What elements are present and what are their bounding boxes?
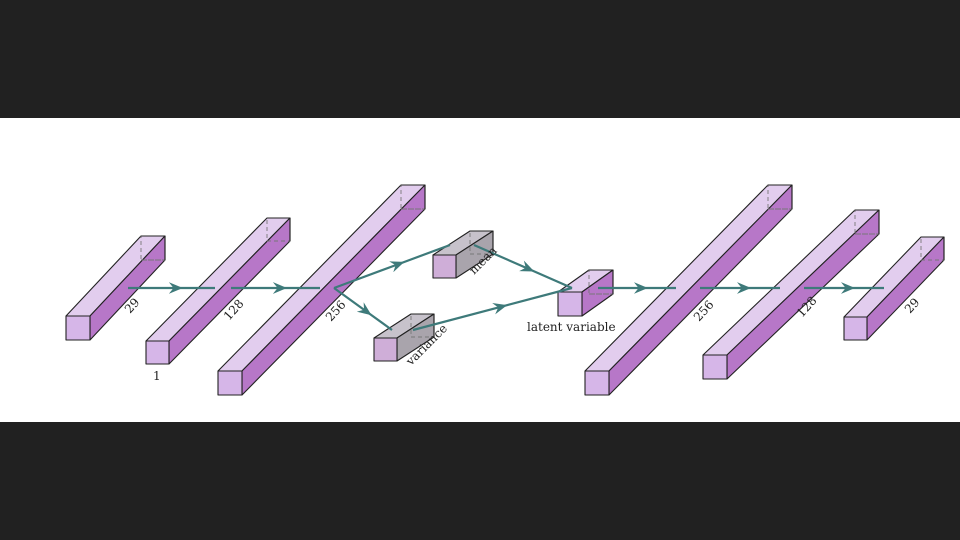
connection-arrows — [128, 243, 884, 332]
prism-dec-29 — [843, 236, 945, 341]
prism-front-face — [584, 370, 610, 396]
arrow-256-to-variance — [333, 287, 393, 331]
prism-front-face — [145, 340, 170, 365]
arrow-line — [473, 243, 573, 290]
prism-dec-128 — [702, 209, 880, 380]
top-letterbox — [0, 0, 960, 118]
prism-front-face — [373, 337, 398, 362]
prism-front-face — [702, 354, 728, 380]
arrow-line — [333, 287, 393, 331]
hidden-edge — [140, 236, 165, 261]
prism-latent — [557, 269, 614, 317]
arrow-line — [412, 286, 573, 332]
bottom-letterbox — [0, 422, 960, 540]
label-depth-one: 1 — [153, 369, 161, 383]
hidden-edge — [854, 210, 879, 235]
arrow-mean-to-latent — [473, 243, 573, 290]
hidden-edge — [410, 314, 434, 338]
prism-enc-256 — [217, 184, 426, 396]
hidden-edge — [767, 185, 792, 210]
prism-variance — [373, 313, 435, 362]
prism-side-face — [608, 184, 793, 396]
prism-front-face — [432, 254, 457, 279]
arrow-line — [333, 243, 451, 290]
hidden-edge — [920, 237, 944, 261]
label-latent: latent variable — [527, 320, 616, 334]
arrow-variance-to-latent — [412, 286, 573, 332]
prism-dec-256 — [584, 184, 793, 396]
prism-enc-128 — [145, 217, 291, 365]
prism-mean — [432, 230, 494, 279]
hidden-edge — [400, 185, 425, 210]
prism-side-face — [241, 184, 426, 396]
hidden-edge — [469, 231, 493, 255]
prism-enc-29 — [65, 235, 166, 341]
arrow-256-to-mean — [333, 243, 451, 290]
diagram-canvas: 29 128 256 mean variance latent variable… — [0, 118, 960, 422]
prism-front-face — [65, 315, 91, 341]
hidden-edge — [588, 270, 613, 295]
layer-prisms — [65, 184, 945, 396]
vae-diagram: 29 128 256 mean variance latent variable… — [65, 184, 945, 396]
hidden-edge — [266, 218, 290, 242]
prism-front-face — [557, 291, 583, 317]
prism-front-face — [843, 316, 868, 341]
prism-front-face — [217, 370, 243, 396]
